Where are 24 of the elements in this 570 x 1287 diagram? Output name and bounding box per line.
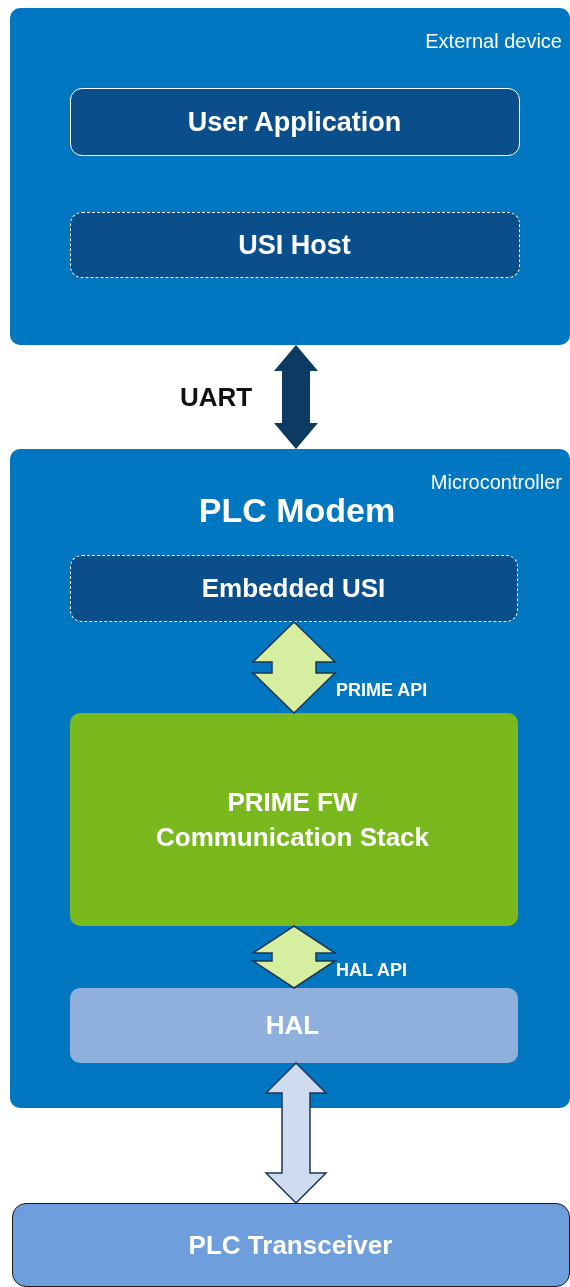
double-arrow xyxy=(264,1061,328,1205)
edge-label: HAL API xyxy=(336,960,407,981)
edge-label: PRIME API xyxy=(336,680,428,701)
container-panel xyxy=(10,449,570,1108)
double-arrow xyxy=(274,345,318,449)
container-title: Microcontroller xyxy=(430,471,562,494)
module-label: Embedded USI xyxy=(200,571,387,605)
container-panel xyxy=(12,1203,570,1287)
module-label: PRIME FW Communication Stack xyxy=(154,785,431,854)
edge-label: UART xyxy=(180,382,253,413)
module-label: PLC Transceiver xyxy=(187,1229,394,1263)
container-panel xyxy=(10,8,570,345)
module-box xyxy=(70,212,520,278)
double-arrow xyxy=(251,620,337,715)
module-box xyxy=(70,555,518,622)
module-title: PLC Modem xyxy=(198,491,396,530)
module-box xyxy=(70,713,518,926)
container-title: External device xyxy=(425,30,562,53)
module-label: HAL xyxy=(264,1008,321,1042)
double-arrow xyxy=(250,925,338,989)
module-label: USI Host xyxy=(237,228,352,262)
module-box xyxy=(70,88,520,156)
module-label: User Application xyxy=(186,105,403,139)
module-box xyxy=(70,988,518,1063)
